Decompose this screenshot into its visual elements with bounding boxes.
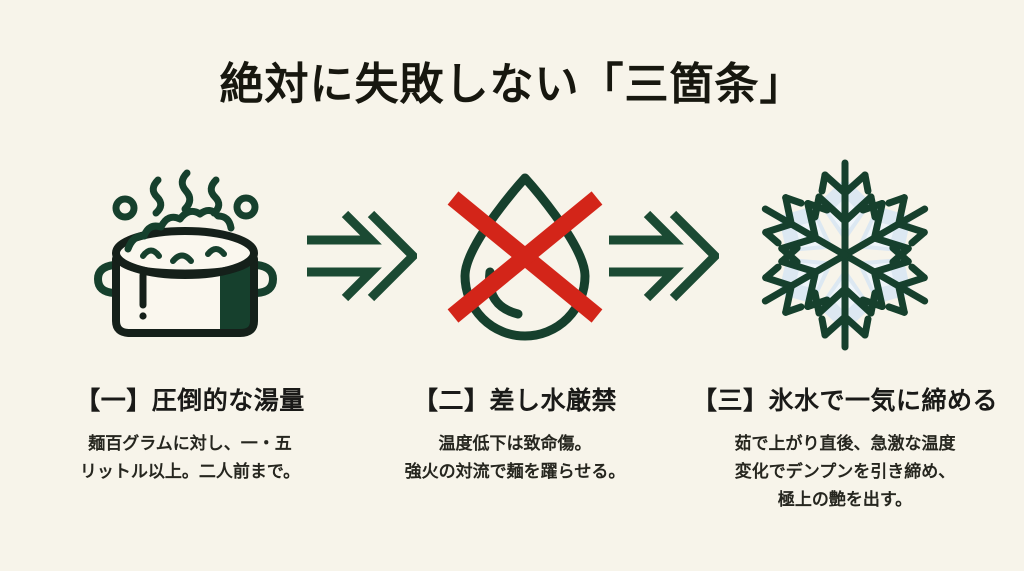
icon-row (0, 150, 1024, 360)
boiling-pot-icon (94, 169, 277, 337)
double-chevron-arrow-icon (307, 210, 417, 302)
steps-text-row: 【一】圧倒的な湯量 麺百グラムに対し、一・五 リットル以上。二人前まで。 【二】… (0, 386, 1024, 571)
connector-arrow-2 (598, 206, 728, 306)
step-3-body-line: 茹で上がり直後、急激な温度 (734, 434, 956, 454)
step-1-body-line: 麺百グラムに対し、一・五 (88, 434, 292, 454)
double-chevron-arrow-icon (609, 210, 719, 302)
step-3-body: 茹で上がり直後、急激な温度 変化でデンプンを引き締め、 極上の艶を出す。 (680, 430, 1010, 514)
step-3-icon-slot (740, 150, 950, 360)
step-2-column: 【二】差し水厳禁 温度低下は致命傷。 強火の対流で麺を躍らせる。 (355, 386, 675, 486)
step-1-icon-slot (80, 150, 290, 360)
connector-arrow-1 (296, 206, 426, 306)
step-3-body-line: 極上の艶を出す。 (777, 490, 913, 511)
red-cross-icon (447, 191, 603, 323)
step-2-body-line: 温度低下は致命傷。 (438, 434, 592, 454)
step-3-column: 【三】氷水で一気に締める 茹で上がり直後、急激な温度 変化でデンプンを引き締め、… (680, 386, 1010, 514)
page-title: 絶対に失敗しない「三箇条」 (219, 59, 805, 110)
step-3-heading: 【三】氷水で一気に締める (691, 386, 998, 415)
snowflake-icon (761, 159, 929, 351)
step-2-body: 温度低下は致命傷。 強火の対流で麺を躍らせる。 (355, 430, 675, 486)
step-2-icon-slot (420, 150, 630, 360)
step-1-body: 麺百グラムに対し、一・五 リットル以上。二人前まで。 (30, 430, 350, 486)
step-3-body-line: 変化でデンプンを引き締め、 (734, 462, 956, 483)
step-2-heading: 【二】差し水厳禁 (412, 386, 617, 415)
step-2-body-line: 強火の対流で麺を躍らせる。 (404, 462, 626, 483)
step-1-body-line: リットル以上。二人前まで。 (79, 462, 301, 483)
step-1-column: 【一】圧倒的な湯量 麺百グラムに対し、一・五 リットル以上。二人前まで。 (30, 386, 350, 486)
no-water-droplet-icon (447, 173, 603, 341)
step-1-heading: 【一】圧倒的な湯量 (75, 386, 305, 415)
